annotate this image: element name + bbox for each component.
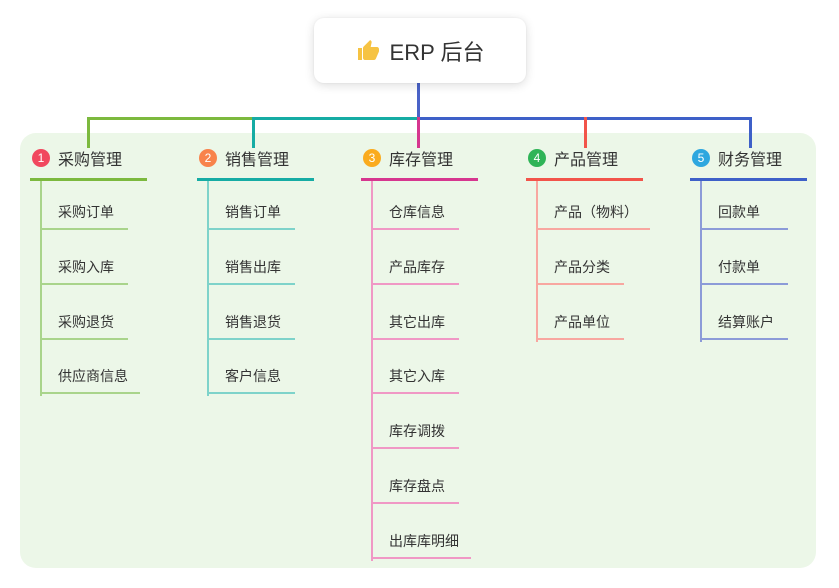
numbered-badge-icon: 3 bbox=[363, 149, 381, 167]
branch-label: 产品管理 bbox=[554, 152, 619, 169]
branch-node[interactable]: 5 财务管理 bbox=[690, 146, 807, 181]
drop-line bbox=[417, 117, 420, 148]
root-label: ERP 后台 bbox=[389, 39, 485, 65]
child-node[interactable]: 销售出库 bbox=[207, 257, 295, 285]
child-connector-line bbox=[700, 179, 702, 342]
bus-segment bbox=[87, 117, 255, 120]
child-node[interactable]: 产品库存 bbox=[371, 257, 459, 285]
child-node[interactable]: 产品单位 bbox=[536, 312, 624, 340]
child-node[interactable]: 结算账户 bbox=[700, 312, 788, 340]
child-node[interactable]: 仓库信息 bbox=[371, 202, 459, 230]
numbered-badge-icon: 1 bbox=[32, 149, 50, 167]
child-node[interactable]: 销售订单 bbox=[207, 202, 295, 230]
branch-label: 库存管理 bbox=[389, 152, 454, 169]
branch-label: 采购管理 bbox=[58, 152, 123, 169]
branch-node[interactable]: 2 销售管理 bbox=[197, 146, 314, 181]
child-node[interactable]: 出库库明细 bbox=[371, 531, 471, 559]
child-node[interactable]: 付款单 bbox=[700, 257, 788, 285]
child-node[interactable]: 客户信息 bbox=[207, 366, 295, 394]
child-connector-line bbox=[40, 179, 42, 396]
child-connector-line bbox=[207, 179, 209, 396]
child-node[interactable]: 产品分类 bbox=[536, 257, 624, 285]
branches-panel-background bbox=[20, 133, 816, 568]
bus-segment bbox=[252, 117, 420, 120]
child-node[interactable]: 库存盘点 bbox=[371, 476, 459, 504]
drop-line bbox=[584, 117, 587, 148]
root-stem-line bbox=[417, 83, 420, 120]
child-node[interactable]: 销售退货 bbox=[207, 312, 295, 340]
numbered-badge-icon: 5 bbox=[692, 149, 710, 167]
root-node[interactable]: ERP 后台 bbox=[314, 18, 526, 83]
child-connector-line bbox=[371, 179, 373, 561]
child-node[interactable]: 采购退货 bbox=[40, 312, 128, 340]
numbered-badge-icon: 4 bbox=[528, 149, 546, 167]
branch-node[interactable]: 1 采购管理 bbox=[30, 146, 147, 181]
child-node[interactable]: 库存调拨 bbox=[371, 421, 459, 449]
child-node[interactable]: 供应商信息 bbox=[40, 366, 140, 394]
drop-line bbox=[749, 117, 752, 148]
child-node[interactable]: 其它入库 bbox=[371, 366, 459, 394]
child-node[interactable]: 采购入库 bbox=[40, 257, 128, 285]
child-node[interactable]: 产品（物料） bbox=[536, 202, 650, 230]
child-connector-line bbox=[536, 179, 538, 342]
branch-node[interactable]: 3 库存管理 bbox=[361, 146, 478, 181]
numbered-badge-icon: 2 bbox=[199, 149, 217, 167]
branch-label: 销售管理 bbox=[225, 152, 290, 169]
child-node[interactable]: 采购订单 bbox=[40, 202, 128, 230]
drop-line bbox=[87, 117, 90, 148]
branch-node[interactable]: 4 产品管理 bbox=[526, 146, 643, 181]
child-node[interactable]: 回款单 bbox=[700, 202, 788, 230]
thumbs-up-icon bbox=[357, 39, 379, 60]
branch-label: 财务管理 bbox=[718, 152, 783, 169]
drop-line bbox=[252, 117, 255, 148]
child-node[interactable]: 其它出库 bbox=[371, 312, 459, 340]
